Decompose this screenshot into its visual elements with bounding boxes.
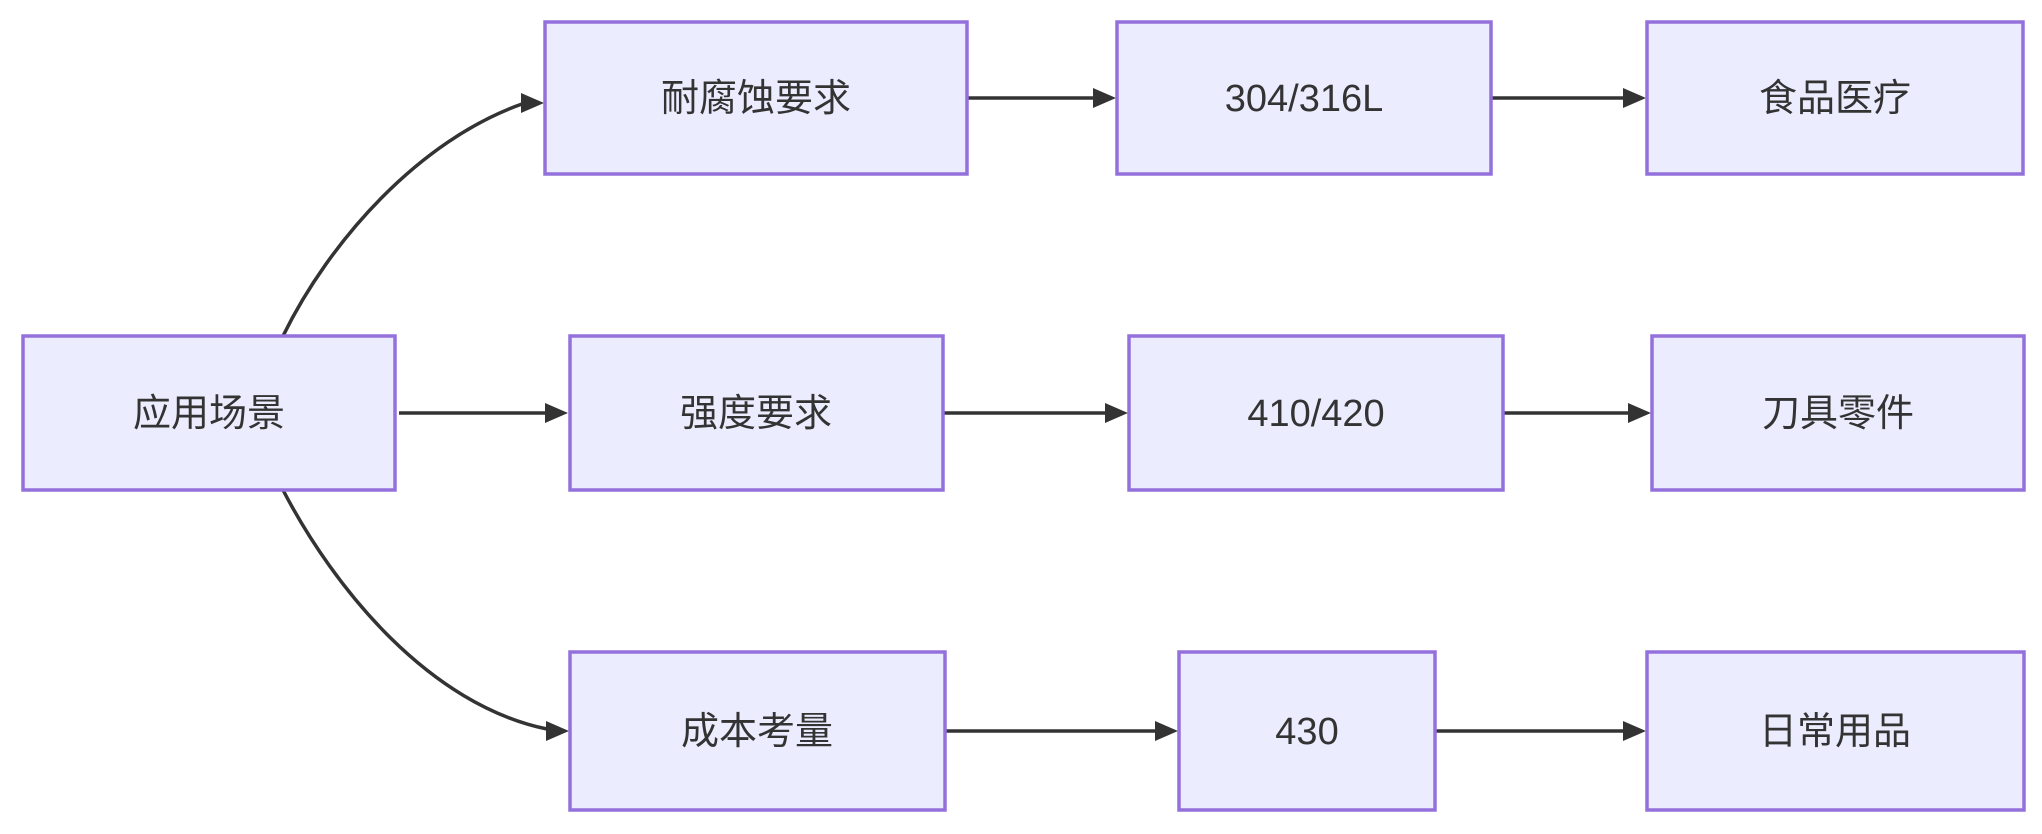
node-grade-430-label: 430 — [1275, 711, 1338, 753]
node-corrosion-requirement: 耐腐蚀要求 — [543, 20, 969, 176]
node-grade-430: 430 — [1177, 650, 1437, 812]
node-application-scenario: 应用场景 — [21, 334, 397, 492]
node-daily-goods: 日常用品 — [1645, 650, 2026, 812]
arrowhead-grade3-to-application — [1623, 721, 1646, 741]
arrowhead-root-to-strength — [545, 403, 568, 423]
node-knife-parts-label: 刀具零件 — [1762, 393, 1914, 435]
node-daily-goods-label: 日常用品 — [1759, 711, 1911, 753]
node-knife-parts-box — [1650, 334, 2026, 492]
arrowhead-root-to-corrosion — [521, 93, 544, 113]
arrowhead-grade1-to-application — [1623, 88, 1646, 108]
node-application-scenario-box — [21, 334, 397, 492]
node-grade-304-316L-label: 304/316L — [1225, 78, 1384, 120]
node-grade-410-420-label: 410/420 — [1247, 393, 1384, 435]
arrowhead-corrosion-to-grade — [1093, 88, 1116, 108]
node-knife-parts: 刀具零件 — [1650, 334, 2026, 492]
arrowhead-grade2-to-application — [1628, 403, 1651, 423]
arrowhead-root-to-cost — [546, 721, 569, 741]
node-grade-410-420-box — [1127, 334, 1505, 492]
arrowhead-cost-to-grade — [1155, 721, 1178, 741]
node-layer: 应用场景 耐腐蚀要求 304/316L 食品医疗 强度要求 410/420 刀具… — [21, 20, 2026, 812]
node-cost-consideration-label: 成本考量 — [681, 711, 833, 753]
node-cost-consideration: 成本考量 — [568, 650, 947, 812]
edge-root-to-cost — [281, 489, 548, 731]
node-corrosion-requirement-box — [543, 20, 969, 176]
node-strength-requirement-box — [568, 334, 945, 492]
node-daily-goods-box — [1645, 650, 2026, 812]
edge-root-to-corrosion — [281, 102, 523, 337]
node-application-scenario-label: 应用场景 — [133, 393, 285, 435]
edge-layer — [281, 88, 1651, 741]
node-grade-304-316L-box — [1115, 20, 1493, 176]
node-food-medical: 食品医疗 — [1645, 20, 2025, 176]
node-food-medical-box — [1645, 20, 2025, 176]
node-grade-430-box — [1177, 650, 1437, 812]
node-food-medical-label: 食品医疗 — [1759, 78, 1911, 120]
node-strength-requirement: 强度要求 — [568, 334, 945, 492]
node-strength-requirement-label: 强度要求 — [680, 393, 832, 435]
node-grade-410-420: 410/420 — [1127, 334, 1505, 492]
arrowhead-strength-to-grade — [1105, 403, 1128, 423]
node-grade-304-316L: 304/316L — [1115, 20, 1493, 176]
node-cost-consideration-box — [568, 650, 947, 812]
node-corrosion-requirement-label: 耐腐蚀要求 — [661, 78, 851, 120]
